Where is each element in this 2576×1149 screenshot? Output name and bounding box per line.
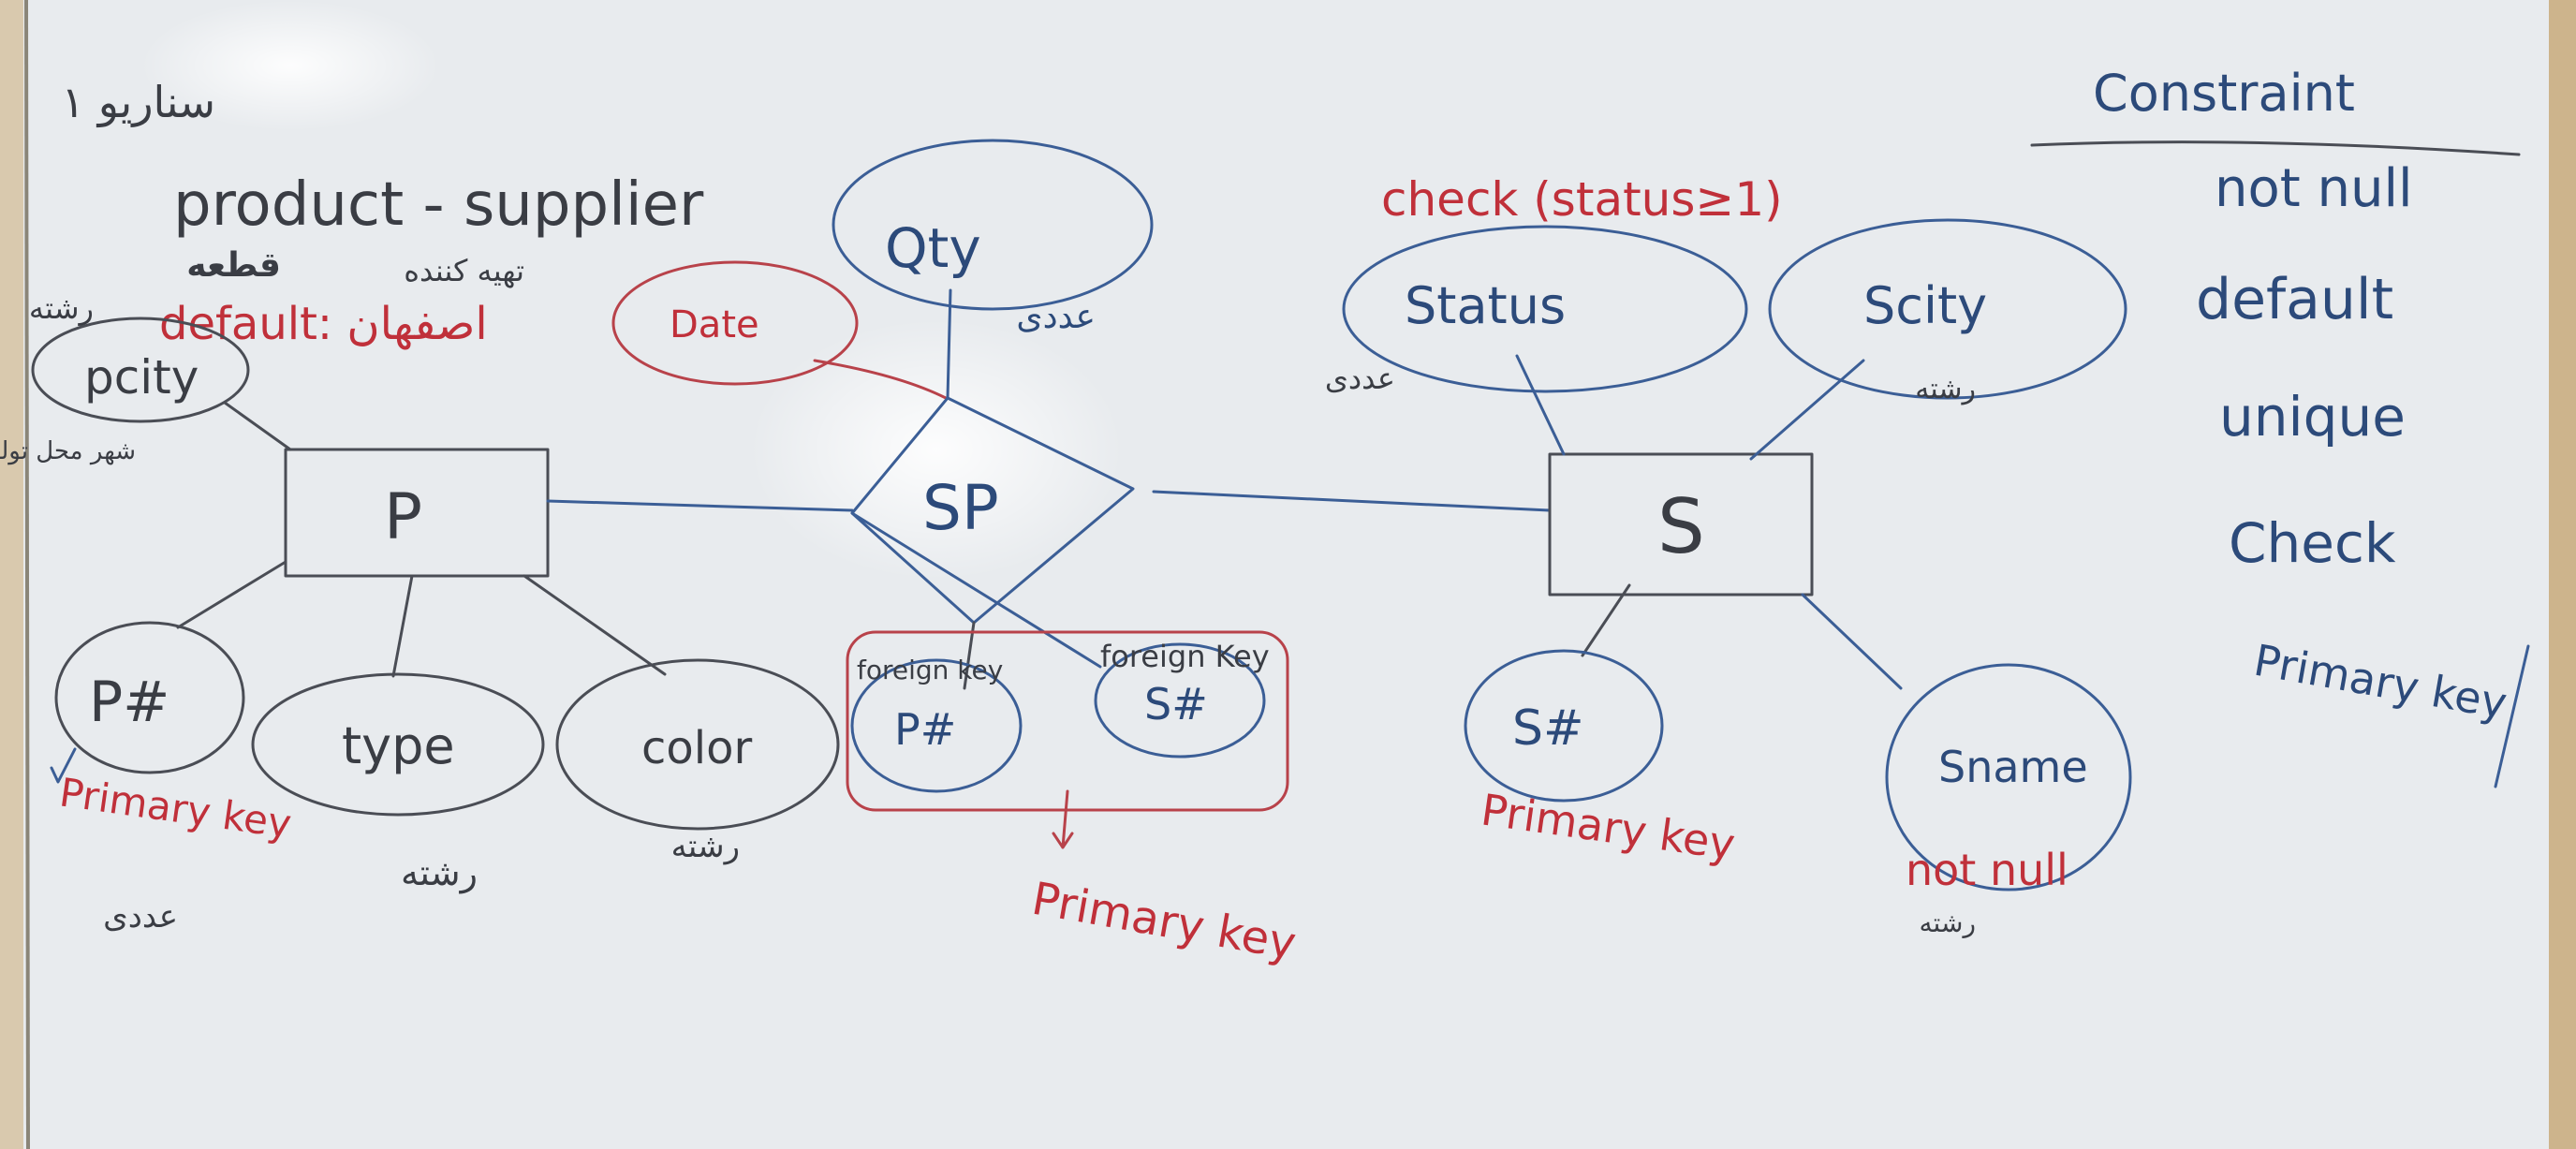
attr-status-constraint: check (status≥1) <box>1381 172 1783 227</box>
attr-pcity-desc: شهر محل تولید <box>0 437 136 465</box>
attr-s-id <box>1464 649 1664 803</box>
attr-color-type: رشته <box>671 828 740 865</box>
attr-color <box>555 658 840 831</box>
attr-sname-type: رشته <box>1920 907 1976 938</box>
constraints-underline <box>2030 140 2521 156</box>
attr-p-id-type: عددی <box>103 898 178 935</box>
arrow-down-icon <box>1052 789 1074 849</box>
attr-sname <box>1885 663 2132 891</box>
attr-status-label: Status <box>1405 276 1566 335</box>
attr-date <box>611 260 859 386</box>
entity-p <box>284 448 550 578</box>
board-frame-right <box>2549 0 2576 1149</box>
attr-status-type: عددی <box>1325 361 1395 396</box>
attr-color-label: color <box>641 722 752 774</box>
composite-key-box <box>846 630 1289 812</box>
attr-status <box>1342 225 1748 393</box>
relationship-sp-label: SP <box>922 472 999 544</box>
attr-pcity-label: pcity <box>84 350 199 405</box>
attr-scity-type: رشته <box>1915 373 1976 405</box>
attr-qty-type: عددی <box>1016 298 1096 336</box>
check-mark-icon <box>50 747 77 784</box>
constraint-item: not null <box>2215 158 2413 219</box>
attr-sp-p-id <box>850 658 1023 793</box>
attr-sp-s-id <box>1094 642 1266 759</box>
attr-s-id-label: S# <box>1512 700 1584 757</box>
attr-type-type: رشته <box>401 852 478 893</box>
attr-p-id <box>54 621 245 774</box>
entity-s-label: S <box>1657 483 1705 570</box>
product-fa: قطعه <box>186 246 281 285</box>
supplier-fa: تهیه کننده <box>404 253 524 288</box>
light-glare <box>140 0 440 131</box>
attr-pcity <box>31 317 250 423</box>
light-glare <box>749 318 1124 581</box>
constraint-item: Check <box>2229 511 2396 575</box>
constraint-item: unique <box>2219 385 2406 449</box>
attr-pcity-type: رشته <box>29 290 94 326</box>
attr-qty <box>832 139 1154 311</box>
attr-p-id-label: P# <box>89 670 169 735</box>
attr-type-label: type <box>342 716 455 775</box>
attr-scity-label: Scity <box>1863 276 1987 335</box>
scenario-label: سناریو ۱ <box>61 77 215 128</box>
constraint-item: default <box>2196 267 2393 332</box>
constraints-header: Constraint <box>2093 64 2355 123</box>
attr-scity <box>1768 218 2127 400</box>
attr-qty-label: Qty <box>885 216 981 280</box>
attr-sp-p-id-label: P# <box>894 704 956 755</box>
attr-sp-s-id-label: S# <box>1144 679 1208 729</box>
attr-sp-p-id-note: foreign key <box>857 655 1003 685</box>
board-frame-left <box>24 0 30 1149</box>
attr-sname-label: Sname <box>1938 742 2088 792</box>
attr-sp-s-id-note: foreign Key <box>1100 639 1270 674</box>
diagram-title: product - supplier <box>173 170 704 240</box>
attr-sname-constraint: not null <box>1906 845 2068 895</box>
default-note: default: اصفهان <box>159 298 488 350</box>
attr-type <box>251 672 545 817</box>
entity-p-label: P <box>384 480 422 554</box>
entity-s <box>1548 452 1814 597</box>
attr-date-label: Date <box>670 303 759 346</box>
